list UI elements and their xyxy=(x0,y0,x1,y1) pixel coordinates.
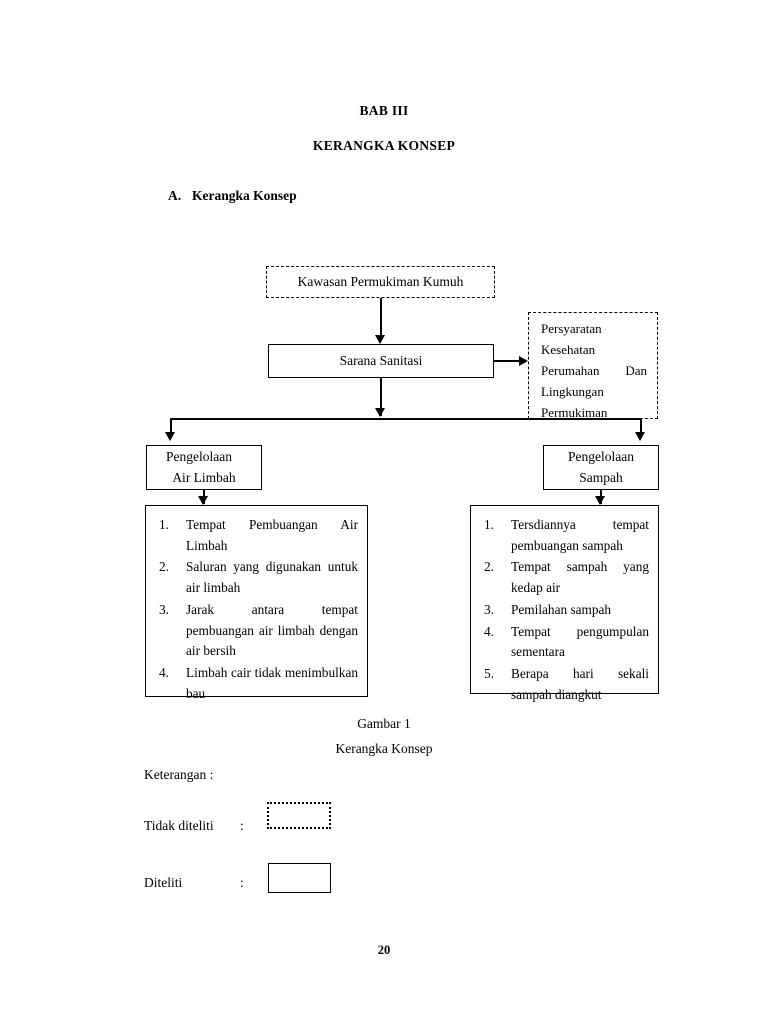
arrow-down-icon xyxy=(198,496,208,505)
arrow-down-icon xyxy=(375,408,385,417)
chapter-title: KERANGKA KONSEP xyxy=(312,138,456,153)
list-item-text: Tempat Pembuangan Air Limbah xyxy=(186,517,358,553)
list-item-text: Tersdiannya tempat pembuangan sampah xyxy=(511,517,649,553)
list-item-number: 3. xyxy=(159,601,169,617)
persyaratan-line-4: Lingkungan xyxy=(541,384,604,400)
persyaratan-line-5: Permukiman xyxy=(541,405,608,421)
persyaratan-line-1: Persyaratan xyxy=(541,321,602,336)
list-item-number: 4. xyxy=(484,623,494,639)
connector-bus-to-limbah xyxy=(170,418,172,438)
legend-swatch-solid-box xyxy=(268,863,331,893)
list-item-text: Tempat sampah yang kedap air xyxy=(511,559,649,596)
persyaratan-line-3: Perumahan Dan xyxy=(541,363,647,379)
arrow-down-icon xyxy=(165,432,175,441)
list-item: 1. Tempat Pembuangan Air Limbah xyxy=(155,515,358,556)
node-limbah-text: Pengelolaan Air Limbah xyxy=(147,447,261,488)
list-item: 3. Jarak antara tempat pembuangan air li… xyxy=(155,600,358,662)
list-item-number: 2. xyxy=(159,559,169,575)
node-limbah-line-2: Air Limbah xyxy=(172,469,236,485)
list-item-number: 4. xyxy=(159,665,169,681)
list-item-number: 1. xyxy=(159,517,169,532)
list-item: 5. Berapa hari sekali sampah diangkut xyxy=(480,664,649,705)
legend-title: Keterangan : xyxy=(144,767,214,782)
chapter-label: BAB III xyxy=(359,103,409,118)
node-list-air-limbah: 1. Tempat Pembuangan Air Limbah 2. Salur… xyxy=(145,505,368,701)
node-sampah-line-2: Sampah xyxy=(579,469,623,485)
node-sampah-text: Pengelolaan Sampah xyxy=(568,447,634,488)
node-pengelolaan-air-limbah: Pengelolaan Air Limbah xyxy=(146,445,262,490)
persyaratan-line-2: Kesehatan xyxy=(541,342,596,358)
list-item-text: Tempat pengumpulan sementara xyxy=(511,623,649,660)
connector-horizontal-bus xyxy=(170,418,641,420)
air-limbah-list: 1. Tempat Pembuangan Air Limbah 2. Salur… xyxy=(146,506,367,705)
list-item: 3. Pemilahan sampah xyxy=(480,600,649,621)
page-number: 20 xyxy=(377,943,391,957)
node-persyaratan-kesehatan: Persyaratan Kesehatan Perumahan Dan Ling… xyxy=(528,312,658,420)
arrow-right-icon xyxy=(519,356,528,366)
arrow-down-icon xyxy=(635,432,645,441)
section-letter: A. xyxy=(168,188,182,203)
node-limbah-line-1: Pengelolaan xyxy=(166,449,232,465)
figure-caption-line-2: Kerangka Konsep xyxy=(335,741,433,756)
sampah-list: 1. Tersdiannya tempat pembuangan sampah … xyxy=(471,506,658,706)
node-sampah-line-1: Pengelolaan xyxy=(568,449,634,465)
section-heading: A. Kerangka Konsep xyxy=(168,188,297,204)
list-item: 4. Limbah cair tidak menimbulkan bau xyxy=(155,663,358,704)
list-item-number: 5. xyxy=(484,666,494,682)
node-kawasan-permukiman-kumuh: Kawasan Permukiman Kumuh xyxy=(266,266,495,298)
node-kawasan-label: Kawasan Permukiman Kumuh xyxy=(297,274,464,290)
legend-swatch-dotted-box xyxy=(267,802,331,829)
node-sarana-label: Sarana Sanitasi xyxy=(339,353,423,369)
connector-sarana-to-persyaratan xyxy=(494,360,522,362)
list-item-number: 2. xyxy=(484,559,494,575)
legend-colon: : xyxy=(240,818,244,833)
connector-bus-to-sampah xyxy=(640,418,642,438)
list-item-number: 3. xyxy=(484,601,494,617)
list-item-text: Berapa hari sekali sampah diangkut xyxy=(511,666,649,702)
node-sarana-sanitasi: Sarana Sanitasi xyxy=(268,344,494,378)
list-item-text: Limbah cair tidak menimbulkan bau xyxy=(186,665,358,701)
list-item-number: 1. xyxy=(484,517,494,532)
legend-label-diteliti: Diteliti xyxy=(144,875,183,890)
legend-label-tidak-diteliti: Tidak diteliti xyxy=(144,818,214,833)
node-list-sampah: 1. Tersdiannya tempat pembuangan sampah … xyxy=(470,505,659,702)
connector-kawasan-to-sarana xyxy=(380,298,382,336)
figure-caption-line-1: Gambar 1 xyxy=(357,716,411,731)
list-item: 2. Tempat sampah yang kedap air xyxy=(480,557,649,598)
list-item: 2. Saluran yang digunakan untuk air limb… xyxy=(155,557,358,598)
legend-colon: : xyxy=(240,875,244,890)
list-item: 1. Tersdiannya tempat pembuangan sampah xyxy=(480,515,649,556)
connector-sarana-to-bus xyxy=(380,378,382,416)
list-item-text: Saluran yang digunakan untuk air limbah xyxy=(186,559,358,596)
section-title: Kerangka Konsep xyxy=(192,188,297,203)
list-item-text: Jarak antara tempat pembuangan air limba… xyxy=(186,601,358,659)
list-item-text: Pemilahan sampah xyxy=(511,601,612,617)
arrow-down-icon xyxy=(595,496,605,505)
node-pengelolaan-sampah: Pengelolaan Sampah xyxy=(543,445,659,490)
list-item: 4. Tempat pengumpulan sementara xyxy=(480,622,649,663)
arrow-down-icon xyxy=(375,335,385,344)
